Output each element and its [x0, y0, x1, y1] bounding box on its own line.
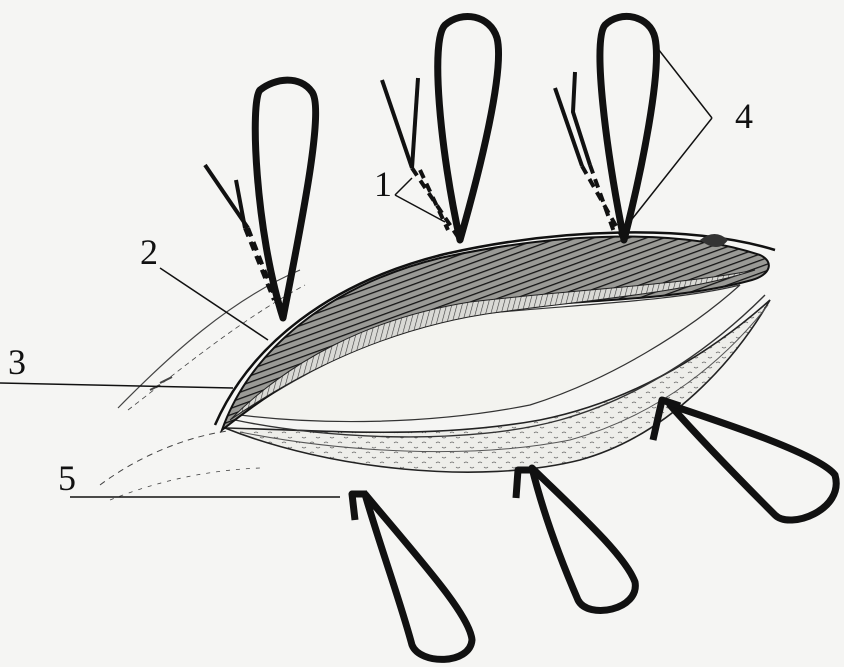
suture-loop-top-3 — [600, 16, 657, 240]
suture-loop-bottom-3 — [670, 405, 836, 520]
label-4: 4 — [735, 98, 753, 134]
suture-loop-bottom-2 — [532, 468, 635, 610]
suture-loop-top-2 — [438, 16, 499, 240]
suture-loop-top-1 — [255, 80, 315, 318]
suture-loop-bottom-1 — [365, 494, 472, 659]
label-2: 2 — [140, 234, 158, 270]
label-1: 1 — [374, 166, 392, 202]
label-3: 3 — [8, 344, 26, 380]
label-5: 5 — [58, 460, 76, 496]
